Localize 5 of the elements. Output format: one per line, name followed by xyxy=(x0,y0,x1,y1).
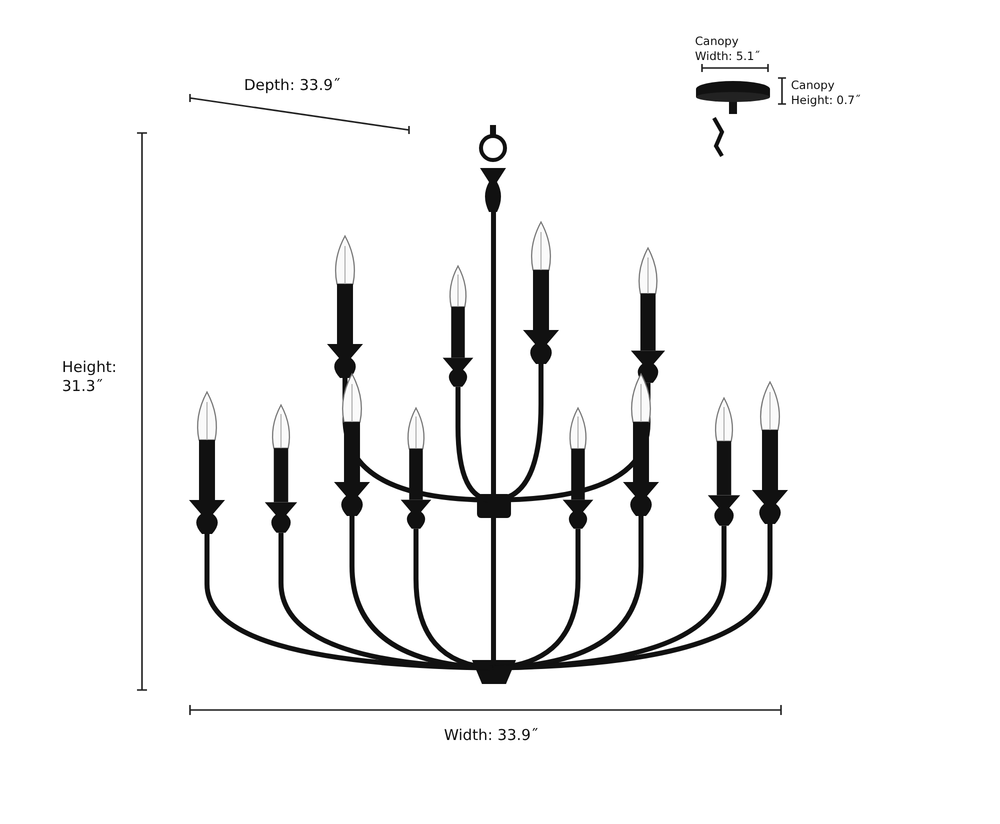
dimension-label: Width: 33.9˝ xyxy=(444,726,540,745)
dimension-label: Canopy Height: 0.7˝ xyxy=(791,78,862,108)
dimension-label: Canopy Width: 5.1˝ xyxy=(695,34,761,64)
dimension-label: Height: 31.3˝ xyxy=(62,358,118,396)
dimension-label: Depth: 33.9˝ xyxy=(244,76,342,95)
